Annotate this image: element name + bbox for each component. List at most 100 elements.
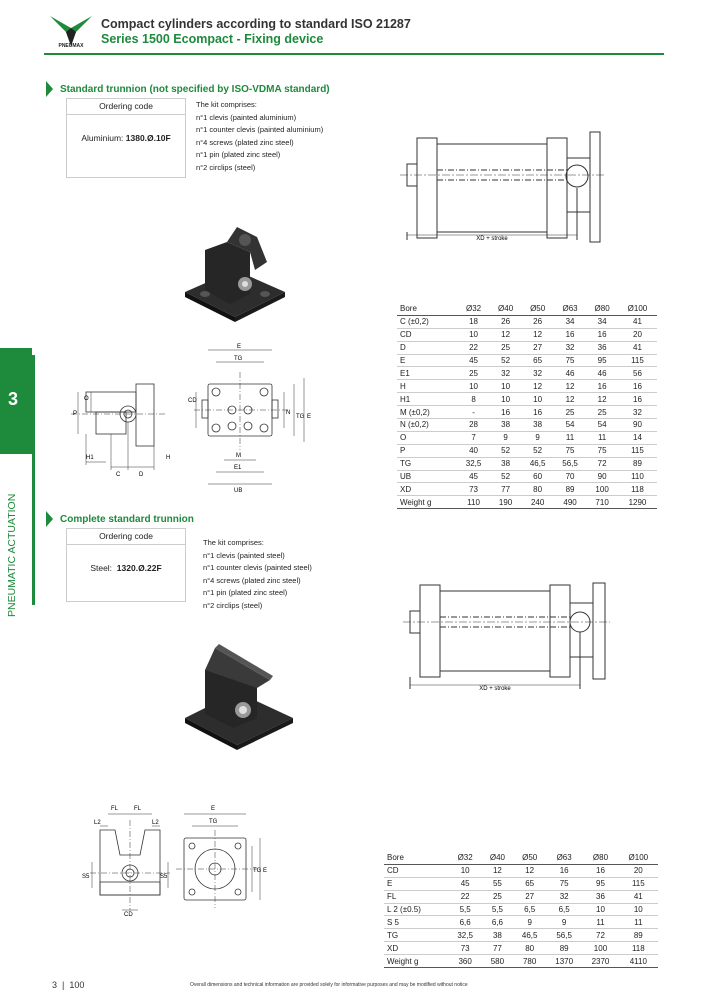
chapter-number: 3 bbox=[8, 389, 19, 409]
table-cell: 4110 bbox=[618, 954, 658, 969]
table-cell: 1290 bbox=[617, 495, 657, 510]
chapter-tab bbox=[0, 348, 32, 454]
table-cell: 20 bbox=[618, 864, 658, 878]
table-cell: Ø80 bbox=[586, 303, 618, 316]
table-cell: 80 bbox=[521, 482, 554, 497]
logo-text: PNEUMAX bbox=[58, 43, 84, 49]
list-item: n°1 clevis (painted steel) bbox=[203, 550, 285, 560]
table-cell: 38 bbox=[489, 457, 522, 471]
list-item: n°1 counter clevis (painted steel) bbox=[203, 563, 312, 572]
table-cell: 115 bbox=[617, 444, 657, 458]
svg-text:H: H bbox=[166, 455, 170, 461]
table-cell: 9 bbox=[489, 431, 522, 445]
svg-text:P: P bbox=[73, 411, 77, 417]
table-cell: 11 bbox=[553, 431, 587, 445]
table-cell: 6,5 bbox=[545, 903, 583, 917]
table-cell: 77 bbox=[489, 482, 522, 497]
section1-ordering-box: Ordering code Aluminium: 1380.Ø.10F bbox=[66, 98, 186, 178]
table-cell: 100 bbox=[582, 941, 619, 956]
svg-text:E: E bbox=[211, 806, 215, 812]
table-cell: 16 bbox=[586, 328, 618, 342]
table-cell: 72 bbox=[582, 928, 619, 943]
table-cell: 28 bbox=[457, 418, 490, 432]
table-cell: 45 bbox=[457, 470, 490, 484]
table-row-label: H bbox=[397, 379, 458, 394]
table-row-label: O bbox=[397, 431, 458, 445]
table-cell: 110 bbox=[457, 495, 490, 510]
table-cell: 46 bbox=[553, 366, 587, 381]
page-number: 3 | 100 bbox=[52, 980, 85, 990]
table-cell: 27 bbox=[513, 890, 546, 904]
table-cell: 16 bbox=[586, 379, 618, 394]
section1-side-dimension-drawing: P O H1 C D H bbox=[71, 383, 170, 478]
section2-ordering-box: Ordering code Steel: 1320.Ø.22F bbox=[66, 528, 186, 602]
svg-text:E1: E1 bbox=[234, 465, 242, 471]
table-cell: 32 bbox=[553, 341, 587, 355]
table-cell: 7 bbox=[457, 431, 490, 445]
table-cell: 16 bbox=[582, 864, 619, 878]
table-cell: 73 bbox=[457, 482, 490, 497]
table-row-label: D bbox=[397, 341, 458, 355]
svg-text:H1: H1 bbox=[86, 455, 94, 461]
table-cell: 32 bbox=[521, 366, 554, 381]
table-cell: 32,5 bbox=[457, 457, 490, 471]
table-cell: 12 bbox=[586, 392, 618, 407]
table-cell: 22 bbox=[457, 341, 490, 355]
table-cell: 65 bbox=[521, 354, 554, 368]
page-subtitle: Series 1500 Ecompact - Fixing device bbox=[101, 32, 324, 46]
table-cell: 10 bbox=[457, 328, 490, 342]
svg-text:S5: S5 bbox=[160, 874, 168, 880]
chapter-vertical-label: PNEUMATIC ACTUATION bbox=[6, 493, 18, 617]
table-cell: 26 bbox=[521, 315, 554, 329]
table-cell: 32 bbox=[617, 405, 657, 420]
header-divider bbox=[44, 53, 664, 55]
table-cell: Ø100 bbox=[617, 303, 657, 316]
section1-kit-list: The kit comprises: n°1 clevis (painted a… bbox=[196, 99, 323, 174]
chapter-line bbox=[32, 355, 35, 605]
table-cell: 25 bbox=[553, 405, 587, 420]
table-cell: 38 bbox=[489, 418, 522, 432]
table-cell: 52 bbox=[489, 444, 522, 458]
table-cell: 118 bbox=[617, 482, 657, 497]
svg-text:FL: FL bbox=[111, 806, 119, 812]
svg-text:TG: TG bbox=[253, 868, 262, 874]
table-row-label: CD bbox=[384, 864, 449, 878]
table-cell: Ø32 bbox=[457, 303, 490, 316]
list-item: n°4 screws (plated zinc steel) bbox=[203, 575, 301, 585]
table-cell: 34 bbox=[586, 315, 618, 329]
table-cell: 75 bbox=[586, 444, 618, 458]
table-row-label: P bbox=[397, 444, 458, 458]
table-cell: 95 bbox=[582, 877, 619, 891]
table-cell: 16 bbox=[489, 405, 522, 420]
table-cell: 56,5 bbox=[553, 457, 587, 471]
stroke-label: XD + stroke bbox=[479, 686, 511, 692]
page-title: Compact cylinders according to standard … bbox=[101, 17, 411, 31]
table-cell: 25 bbox=[481, 890, 514, 904]
section2-title: Complete standard trunnion bbox=[60, 514, 194, 525]
table-cell: 6,5 bbox=[513, 903, 546, 917]
table-cell: 190 bbox=[489, 495, 522, 510]
table-cell: 90 bbox=[586, 470, 618, 484]
table-cell: 16 bbox=[617, 392, 657, 407]
list-item: n°1 pin (plated zinc steel) bbox=[196, 150, 281, 159]
table-row-label: E bbox=[397, 354, 458, 368]
table-cell: 10 bbox=[457, 379, 490, 394]
table-cell: 41 bbox=[618, 890, 658, 904]
table-cell: 56 bbox=[617, 366, 657, 381]
table-cell: 38 bbox=[481, 928, 514, 943]
section1-front-dimension-drawing: E TG CD N TG E M E1 UB bbox=[188, 344, 311, 494]
svg-text:E: E bbox=[307, 414, 311, 420]
table-row-label: XD bbox=[384, 941, 449, 956]
svg-text:CD: CD bbox=[124, 912, 133, 918]
table-cell: 2370 bbox=[582, 954, 619, 969]
